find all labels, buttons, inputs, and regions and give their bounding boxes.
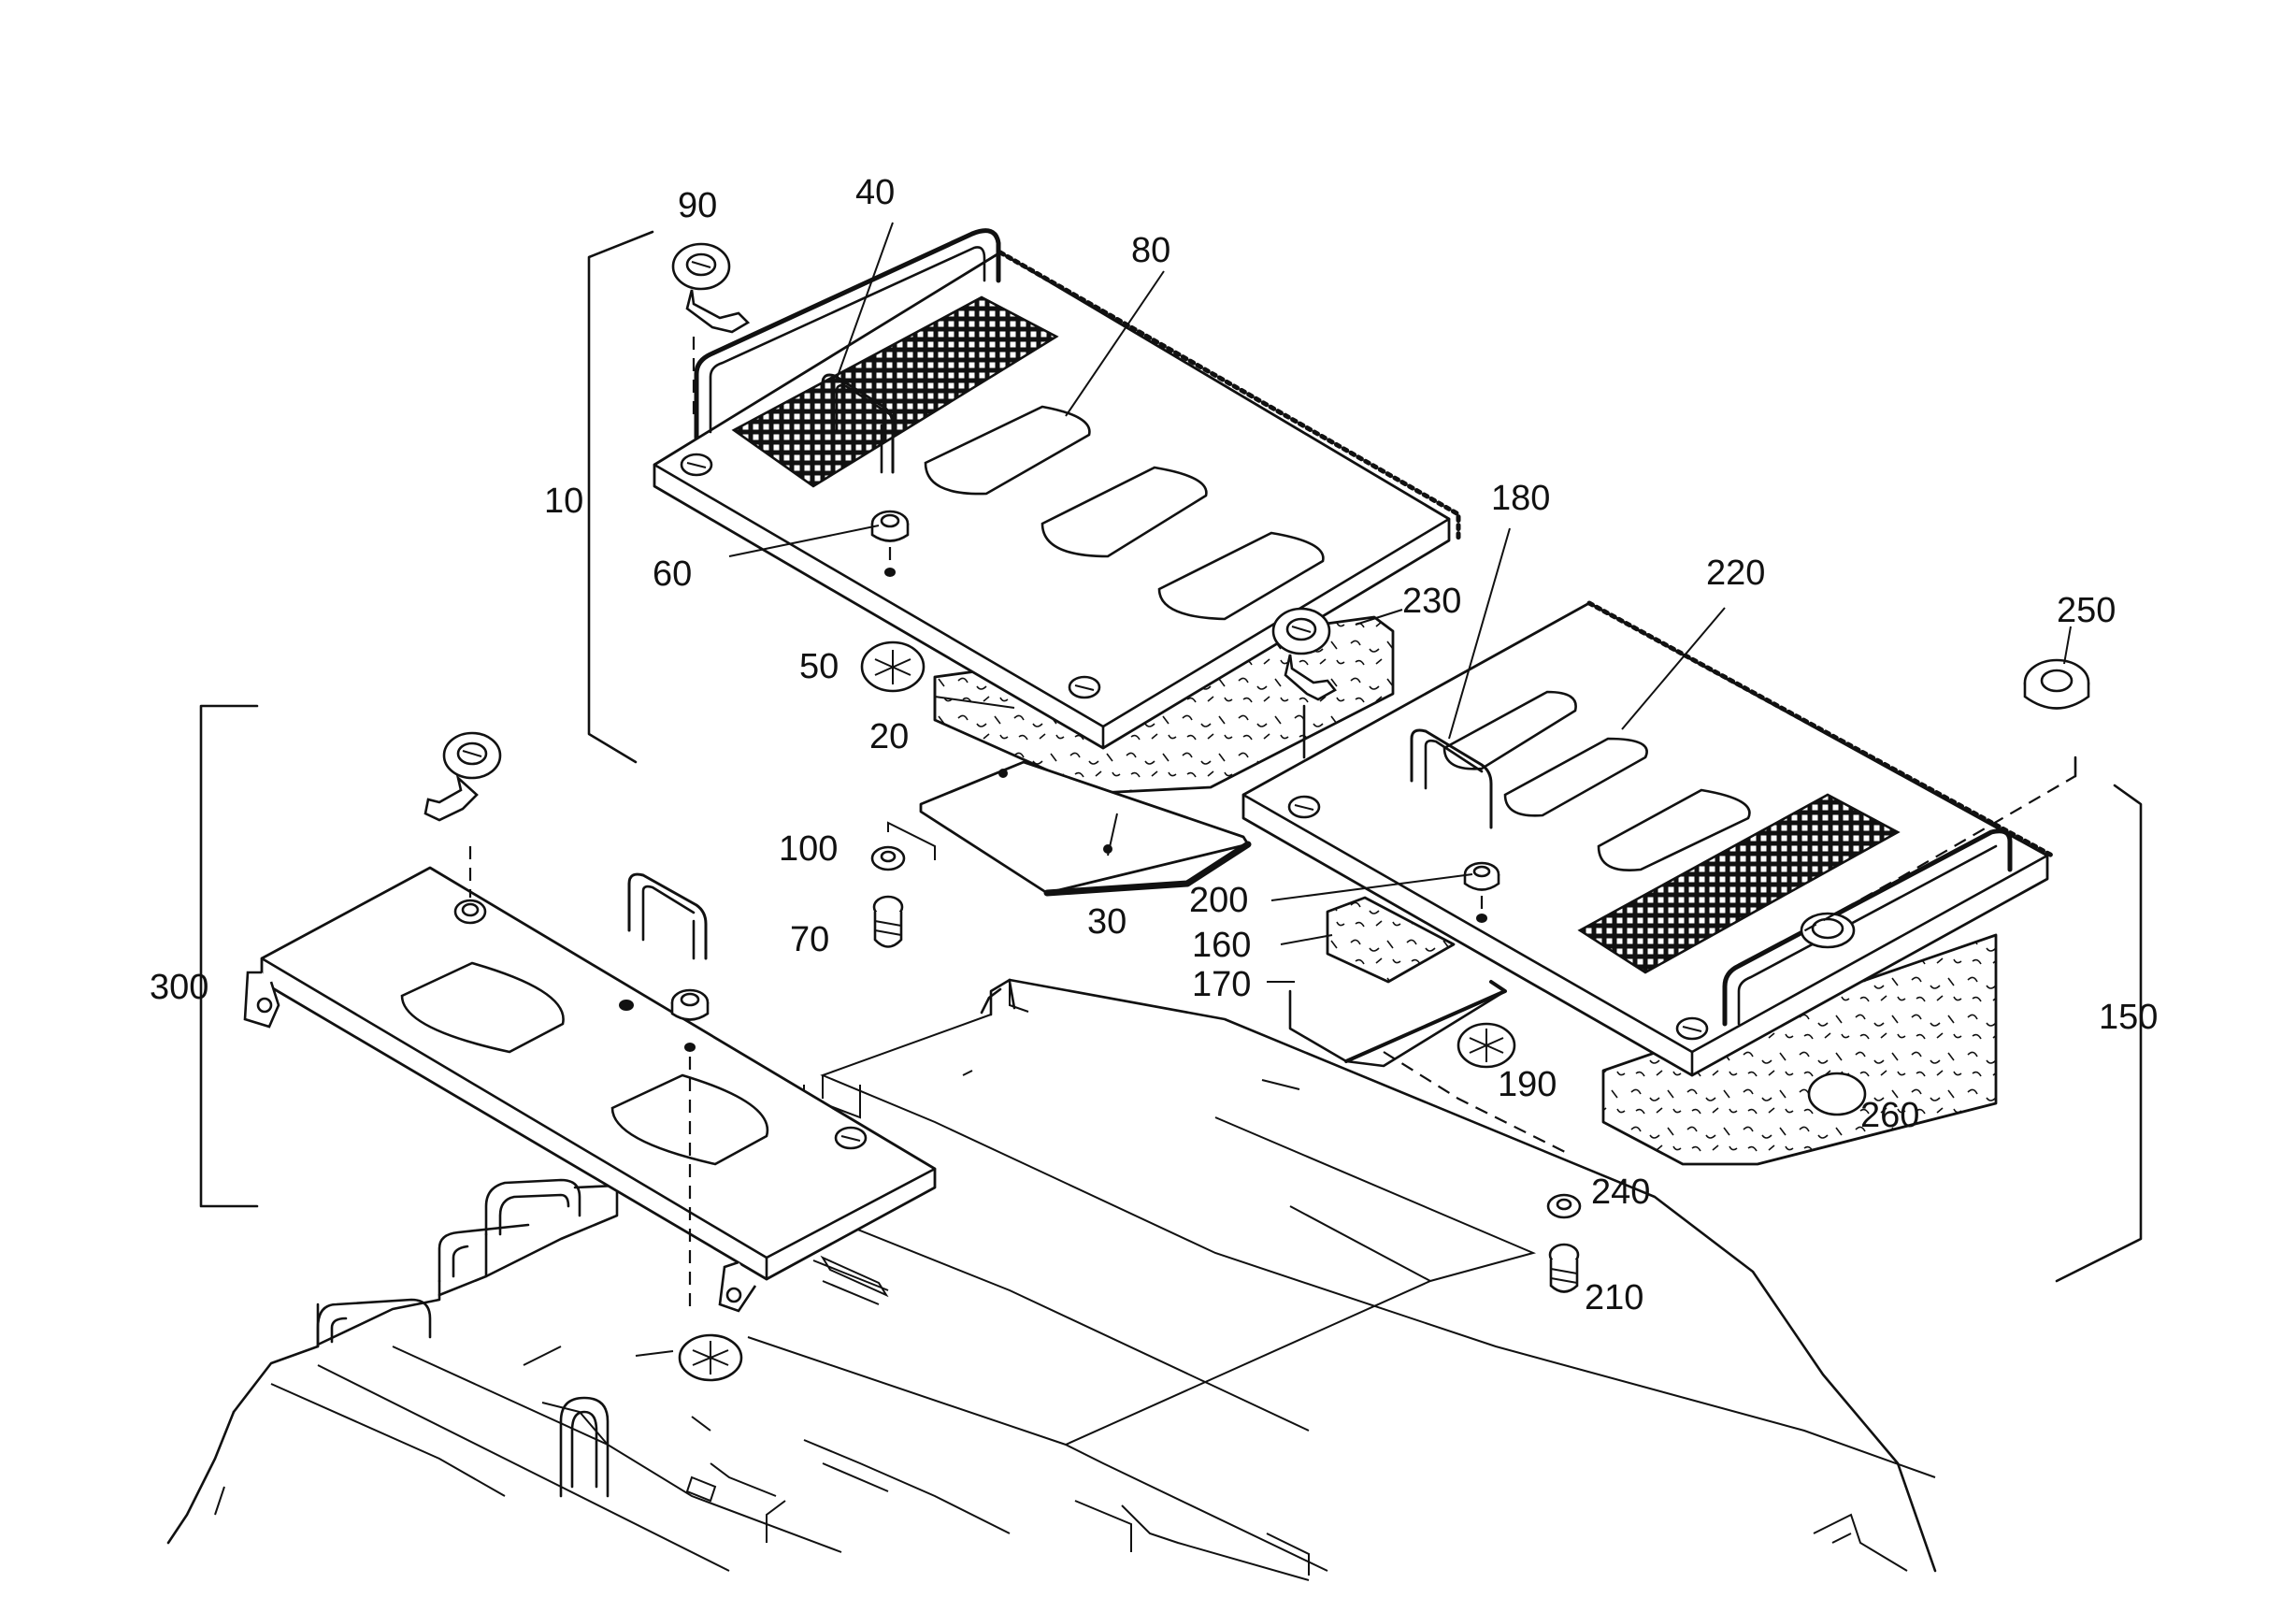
- screw-icon: [872, 895, 904, 948]
- callout-200: 200: [1189, 881, 1248, 920]
- callout-150: 150: [2099, 998, 2158, 1037]
- grommet-lower: [678, 1333, 743, 1382]
- callout-labels: 90 40 80 10 60 50 20 230 180 220 250 100…: [150, 173, 2158, 1317]
- callout-40: 40: [855, 173, 895, 212]
- callout-30: 30: [1087, 902, 1126, 942]
- leader-lines: [728, 222, 2072, 983]
- washer-240: [1546, 1193, 1582, 1219]
- quarter-turn-latch-300: [423, 731, 502, 822]
- quarter-turn-latch-230: [1271, 607, 1337, 759]
- right-cover-panel: [1241, 600, 2077, 1166]
- quarter-turn-latch-icon: [671, 242, 751, 416]
- callout-230: 230: [1402, 582, 1461, 621]
- assembly-bracket-300: [199, 704, 259, 1208]
- callout-220: 220: [1706, 554, 1765, 593]
- callout-100: 100: [779, 829, 838, 869]
- leader-30-bracket: [887, 821, 936, 860]
- grommet-200: [1463, 861, 1500, 923]
- base-housing: [166, 978, 1937, 1581]
- callout-70: 70: [790, 920, 829, 959]
- callout-260: 260: [1860, 1096, 1919, 1135]
- screw-210: [1548, 1243, 1580, 1293]
- callout-210: 210: [1585, 1278, 1643, 1317]
- assembly-bracket-10: [587, 230, 654, 764]
- callout-190: 190: [1498, 1065, 1557, 1104]
- callout-10: 10: [544, 482, 583, 521]
- callout-80: 80: [1131, 231, 1170, 270]
- callout-300: 300: [150, 968, 208, 1007]
- callout-90: 90: [678, 186, 717, 225]
- callout-170: 170: [1192, 965, 1251, 1004]
- callout-240: 240: [1591, 1173, 1650, 1212]
- washer-250: [2023, 658, 2090, 710]
- upper-left-cover-panel: [653, 228, 1461, 897]
- grommet-190: [1457, 1022, 1516, 1069]
- washer-100: [870, 845, 906, 871]
- callout-60: 60: [653, 554, 692, 594]
- grommet-icon: [860, 640, 926, 693]
- callout-160: 160: [1192, 926, 1251, 965]
- grommet-60: [870, 510, 910, 577]
- callout-50: 50: [799, 647, 839, 686]
- lower-left-cover-panel: [243, 846, 937, 1313]
- callout-250: 250: [2057, 591, 2116, 630]
- callout-20: 20: [869, 717, 909, 756]
- callout-180: 180: [1491, 479, 1550, 518]
- assembly-bracket-150: [2055, 784, 2143, 1283]
